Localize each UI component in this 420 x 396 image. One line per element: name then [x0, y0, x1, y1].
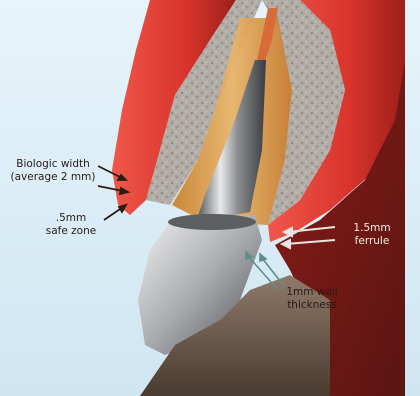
wall-thickness-label: 1mm wall thickness	[272, 286, 352, 312]
ferrule-size-text: 1.5mm	[342, 222, 402, 235]
biologic-width-text: Biologic width	[8, 158, 98, 171]
crown-shoulder	[168, 214, 256, 230]
safe-zone-text: safe zone	[36, 225, 106, 238]
ferrule-text: ferrule	[342, 235, 402, 248]
biologic-width-label: Biologic width (average 2 mm)	[8, 158, 98, 184]
safe-zone-size-text: .5mm	[36, 212, 106, 225]
biologic-width-avg-text: (average 2 mm)	[8, 171, 98, 184]
wall-thickness-text: thickness	[272, 299, 352, 312]
ferrule-label: 1.5mm ferrule	[342, 222, 402, 248]
wall-text: 1mm wall	[272, 286, 352, 299]
safe-zone-label: .5mm safe zone	[36, 212, 106, 238]
